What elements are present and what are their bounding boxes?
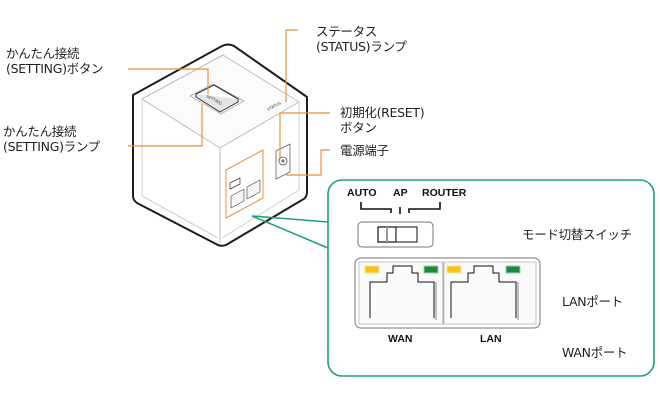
callout-setting-lamp-line1: かんたん接続 [3,124,77,139]
switch-label-router: ROUTER [422,187,467,199]
lan-jack [450,265,519,320]
router-cube: SETTING STATUS [132,43,308,247]
inset-panel [327,179,655,377]
wan-led-amber [364,265,380,274]
callout-mode-switch-line1: モード切替スイッチ [522,227,632,242]
callout-power-port: 電源端子 [340,143,389,158]
callout-status-lamp: ステータス (STATUS)ランプ [316,24,407,54]
callout-setting-button: かんたん接続 (SETTING)ボタン [6,46,104,76]
callout-mode-switch: モード切替スイッチ [522,227,632,242]
wan-jack [369,265,437,320]
lan-led-amber [446,265,462,274]
callout-setting-lamp-line2: (SETTING)ランプ [3,139,100,154]
callout-power-port-line1: 電源端子 [340,143,389,158]
switch-position-brackets [360,202,441,214]
callout-lan-port-line1: LANポート [562,294,623,309]
switch-label-ap: AP [393,187,408,199]
callout-reset-button-line2: ボタン [340,120,377,135]
callout-setting-lamp: かんたん接続 (SETTING)ランプ [3,124,100,154]
callout-status-lamp-line2: (STATUS)ランプ [316,39,407,54]
inset-connector [251,215,329,249]
callout-wan-port-line1: WANポート [562,345,628,360]
callout-reset-button: 初期化(RESET) ボタン [340,105,425,135]
port-label-wan: WAN [388,333,413,345]
lan-led-green [505,265,521,274]
port-label-lan: LAN [480,333,502,345]
callout-reset-button-line1: 初期化(RESET) [340,105,425,120]
wan-led-green [423,265,439,274]
callout-status-lamp-line1: ステータス [316,24,378,39]
callout-wan-port: WANポート [562,345,628,360]
switch-label-auto: AUTO [347,187,377,199]
callout-setting-button-line1: かんたん接続 [6,46,80,61]
svg-text:STATUS: STATUS [266,100,282,112]
callout-lan-port: LANポート [562,294,623,309]
callout-setting-button-line2: (SETTING)ボタン [6,61,104,76]
